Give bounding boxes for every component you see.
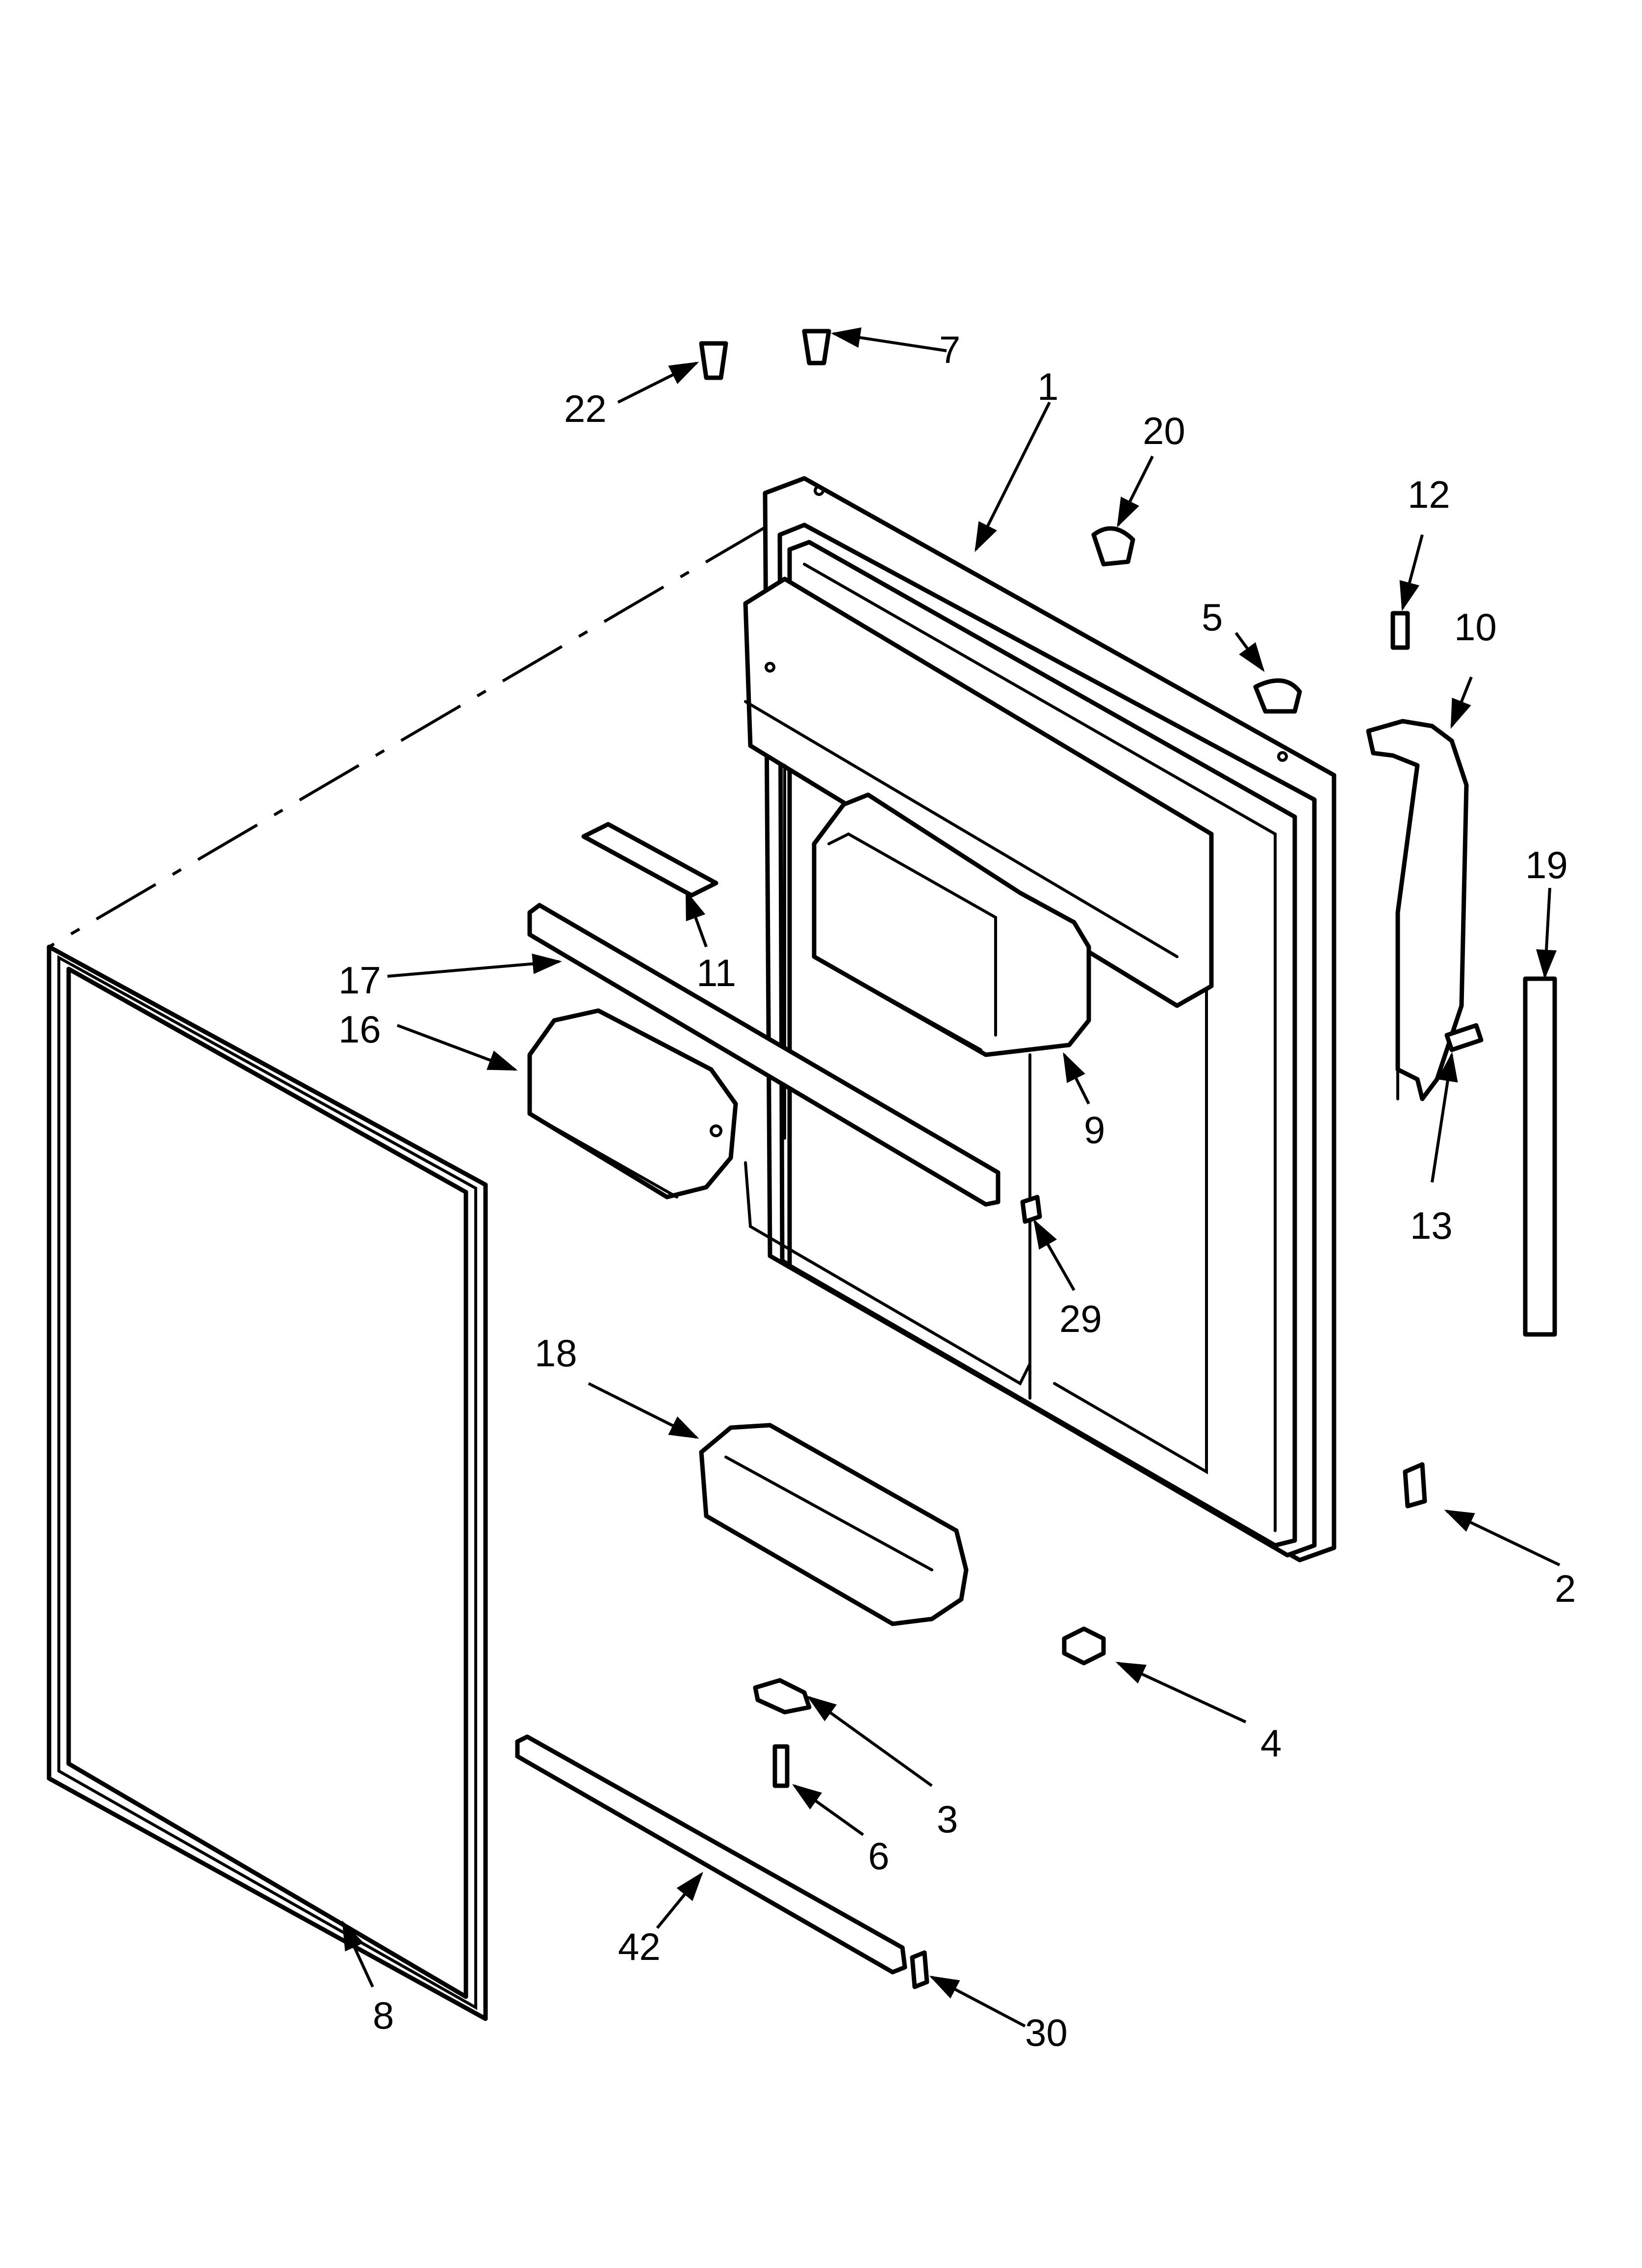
callout-6: 6 <box>868 1834 889 1877</box>
callout-20: 20 <box>1143 409 1185 452</box>
butter-door <box>527 1008 738 1199</box>
handle-screw-bottom <box>1444 1023 1484 1052</box>
callout-29: 29 <box>1059 1297 1102 1340</box>
callout-8: 8 <box>373 1994 394 2037</box>
callout-4: 4 <box>1260 1721 1282 1765</box>
plug-button <box>699 341 728 380</box>
leader-lines <box>342 327 1561 2028</box>
callout-10: 10 <box>1454 605 1497 649</box>
butter-compartment <box>812 792 1091 1057</box>
callout-16: 16 <box>338 1008 381 1051</box>
hinge-cover <box>1062 1626 1106 1666</box>
lower-hinge <box>753 1678 812 1715</box>
callout-17: 17 <box>338 959 381 1002</box>
callout-2: 2 <box>1555 1567 1576 1610</box>
callout-42: 42 <box>618 1925 661 1968</box>
door-handle <box>1366 719 1469 1101</box>
cam-part <box>1091 526 1135 567</box>
egg-tray-lid <box>581 822 718 898</box>
handle-screw-top <box>1390 611 1410 650</box>
callout-11: 11 <box>696 951 736 994</box>
lower-hinge-screw <box>772 1744 790 1788</box>
door-plug <box>1253 678 1302 714</box>
callout-30: 30 <box>1025 2011 1068 2054</box>
cabinet-outline <box>48 526 766 948</box>
callout-9: 9 <box>1084 1108 1105 1151</box>
callout-18: 18 <box>535 1331 577 1375</box>
top-screw <box>802 329 831 365</box>
callout-7: 7 <box>939 328 960 371</box>
callout-12: 12 <box>1408 473 1450 516</box>
callout-5: 5 <box>1202 596 1223 639</box>
callout-1: 1 <box>1037 365 1058 408</box>
hinge-bracket <box>1403 1462 1427 1509</box>
bottom-trim <box>515 1734 907 1975</box>
gasket-strip <box>1523 976 1557 1337</box>
door-bin <box>699 1423 969 1626</box>
trim-clip <box>910 1950 929 1989</box>
shelf-rail <box>527 903 1001 1207</box>
callout-19: 19 <box>1525 843 1568 886</box>
callout-22: 22 <box>564 387 607 430</box>
clip-part <box>1020 1195 1042 1224</box>
door-gasket <box>47 944 488 2021</box>
callout-13: 13 <box>1410 1204 1453 1247</box>
callout-3: 3 <box>937 1798 958 1841</box>
